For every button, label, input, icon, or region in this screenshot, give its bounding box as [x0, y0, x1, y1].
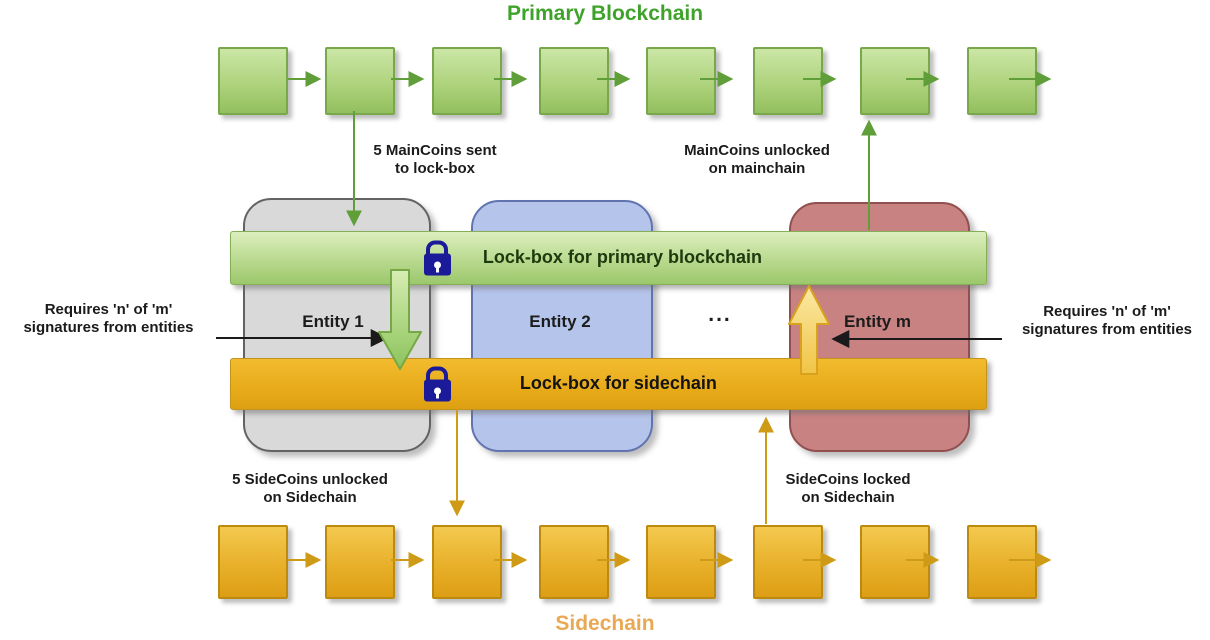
note-line: on Sidechain — [263, 489, 357, 506]
lock-shackle — [426, 366, 448, 381]
primary-blockchain-row — [218, 47, 1037, 115]
sidecoins-locked-note: SideCoins locked on Sidechain — [748, 471, 948, 507]
lock-icon — [423, 240, 451, 276]
sidechain-block — [860, 525, 930, 599]
requires-signatures-left-note: Requires 'n' of 'm' signatures from enti… — [2, 301, 215, 337]
primary-block — [325, 47, 395, 115]
lock-body — [423, 253, 451, 276]
primary-block — [432, 47, 502, 115]
note-line: on mainchain — [708, 160, 806, 177]
sidechain-title: Sidechain — [555, 612, 655, 635]
lock-keyhole — [433, 387, 441, 398]
lock-body — [423, 379, 451, 402]
lock-icon — [423, 366, 451, 402]
sidechain-block — [218, 525, 288, 599]
note-line: signatures from entities — [23, 319, 194, 336]
note-line: 5 MainCoins sent — [373, 142, 497, 159]
note-line: SideCoins locked — [785, 471, 911, 488]
lock-shackle — [426, 240, 448, 255]
note-line: to lock-box — [394, 160, 475, 177]
sidechain-block — [646, 525, 716, 599]
entities-ellipsis: ... — [708, 303, 732, 326]
note-line: Requires 'n' of 'm' — [1043, 303, 1171, 320]
sidechain-block — [967, 525, 1037, 599]
sidechain-lockbox-bar: Lock-box for sidechain — [230, 358, 987, 410]
sidechain-block — [539, 525, 609, 599]
sidechain-row — [218, 525, 1037, 599]
maincoins-unlocked-note: MainCoins unlocked on mainchain — [657, 142, 857, 178]
primary-block — [860, 47, 930, 115]
requires-signatures-right-note: Requires 'n' of 'm' signatures from enti… — [1006, 303, 1208, 339]
primary-block — [646, 47, 716, 115]
note-line: MainCoins unlocked — [684, 142, 830, 159]
maincoins-sent-note: 5 MainCoins sent to lock-box — [335, 142, 535, 178]
note-line: on Sidechain — [801, 489, 895, 506]
primary-lockbox-label: Lock-box for primary blockchain — [482, 247, 762, 267]
lock-keyhole — [433, 261, 441, 272]
entity-1-label: Entity 1 — [302, 312, 364, 331]
primary-block — [967, 47, 1037, 115]
primary-lockbox-bar: Lock-box for primary blockchain — [230, 231, 987, 285]
note-line: signatures from entities — [1021, 321, 1193, 338]
primary-blockchain-title: Primary Blockchain — [506, 2, 704, 25]
primary-block — [753, 47, 823, 115]
primary-block — [218, 47, 288, 115]
primary-block — [539, 47, 609, 115]
note-line: Requires 'n' of 'm' — [44, 301, 173, 318]
sidechain-block — [432, 525, 502, 599]
sidechain-lockbox-label: Lock-box for sidechain — [519, 373, 717, 393]
entity-m-label: Entity m — [843, 312, 912, 331]
sidecoins-unlocked-note: 5 SideCoins unlocked on Sidechain — [210, 471, 410, 507]
entity-2-label: Entity 2 — [529, 312, 591, 331]
sidechain-block — [753, 525, 823, 599]
note-line: 5 SideCoins unlocked — [232, 471, 388, 488]
sidechain-block — [325, 525, 395, 599]
